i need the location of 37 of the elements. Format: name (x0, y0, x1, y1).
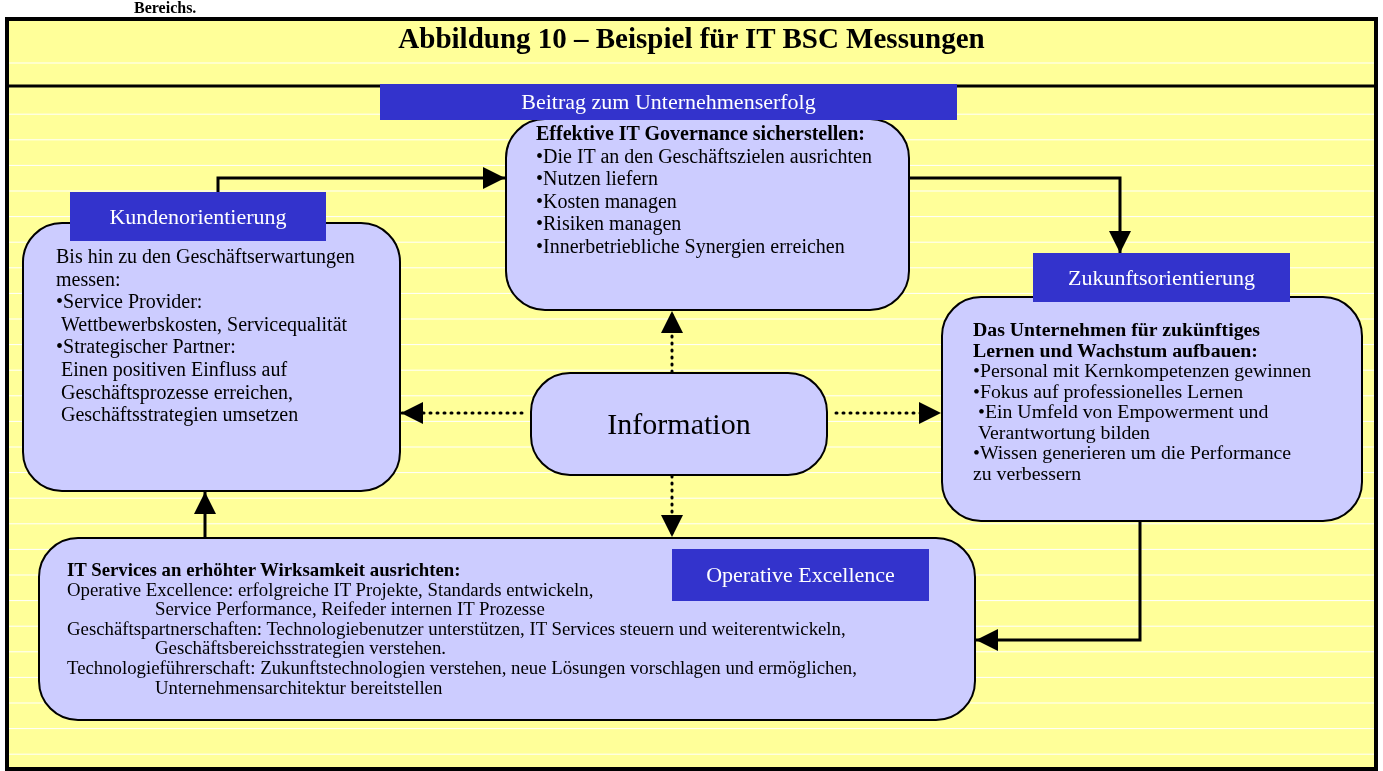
rounded-box (38, 537, 976, 721)
body-text: Wettbewerbskosten, Servicequalität (61, 312, 348, 336)
bullet-text: •Personal mit Kernkompetenzen gewinnen (973, 360, 1312, 381)
body-text: Einen positiven Einfluss auf Geschäftsprozesse erreichen, Geschäftsstrategien umsetzen (61, 357, 300, 426)
arrow (976, 522, 1142, 651)
arrow (834, 402, 943, 424)
page-text: Bereichs. (134, 0, 197, 16)
bullet-text: •Die IT an den Geschäftszielen ausrichten (536, 144, 872, 168)
bullet-text: •Strategischer Partner: (56, 335, 236, 358)
heading-banner: Beitrag zum Unternehmenserfolg (380, 84, 957, 120)
bullet-text: •Service Provider: (56, 290, 203, 313)
heading-banner: Kundenorientierung (70, 192, 326, 241)
heading-text: Das Unternehmen für zukünftiges Lernen und Wachstum aufbauen: (973, 319, 1262, 360)
box-title: Information (606, 407, 752, 441)
body-text: Bis hin zu den Geschäftserwartungen messen: (56, 245, 356, 291)
arrow (661, 309, 683, 374)
bullet-text: •Innerbetriebliche Synergien erreichen (536, 234, 845, 258)
arrow (399, 402, 524, 424)
body-text: Technologieführerschaft: Zukunftstechnologien verstehen, neue Lösungen vorschlagen und ermöglichen, Unternehmensarchitektur bereitstellen (67, 657, 858, 698)
bullet-text: •Kosten managen (536, 189, 677, 213)
arrow (216, 167, 505, 192)
bullet-text: •Nutzen liefern (536, 167, 658, 190)
arrow (661, 474, 683, 539)
arrow (194, 492, 216, 537)
bullet-text: •Wissen generieren um die Performance zu verbessern (973, 442, 1293, 483)
heading-text: IT Services an erhöhter Wirksamkeit ausrichten: (67, 560, 461, 580)
heading-text: Effektive IT Governance sicherstellen: (536, 122, 865, 145)
bullet-text: •Risiken managen (536, 212, 682, 235)
rounded-box (530, 372, 828, 476)
arrow (910, 176, 1131, 253)
diagram-title: Abbildung 10 – Beispiel für IT BSC Messungen (398, 22, 985, 55)
heading-banner: Zukunftsorientierung (1033, 253, 1290, 302)
body-text: Operative Excellence: erfolgreiche IT Projekte, Standards entwickeln, Service Performance, Reifeder internen IT Prozesse (67, 579, 595, 619)
bullet-text: •Ein Umfeld von Empowerment und Verantwortung bilden (978, 401, 1270, 442)
bullet-text: •Fokus auf professionelles Lernen (973, 380, 1244, 401)
body-text: Geschäftspartnerschaften: Technologiebenutzer unterstützen, IT Services steuern und weiterentwickeln, Geschäftsbereichsstrategien verstehen. (67, 618, 847, 658)
heading-banner: Operative Excellence (672, 549, 929, 601)
